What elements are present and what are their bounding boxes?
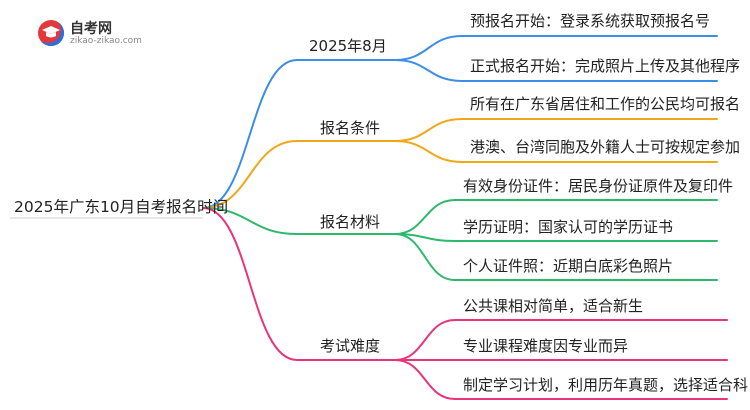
site-logo: 自考网 zikao-zikao.com bbox=[38, 18, 148, 50]
leaf-study-plan: 制定学习计划，利用历年真题，选择适合科目 bbox=[463, 376, 750, 394]
graduation-cap-icon bbox=[38, 20, 64, 46]
connector-materials-leaf-3 bbox=[394, 233, 456, 281]
leaf-education-proof: 学历证明：国家认可的学历证书 bbox=[463, 218, 674, 236]
connector-root-date bbox=[202, 59, 298, 209]
leaf-hk-tw-foreign: 港澳、台湾同胞及外籍人士可按规定参加 bbox=[470, 138, 741, 156]
branch-label-conditions: 报名条件 bbox=[320, 119, 381, 137]
connector-conditions-leaf-1 bbox=[394, 118, 463, 142]
leaf-major-courses: 专业课程难度因专业而异 bbox=[463, 337, 629, 355]
connector-materials-leaf-1 bbox=[394, 199, 456, 235]
logo-title: 自考网 bbox=[70, 21, 112, 37]
connector-difficulty-leaf-3 bbox=[394, 359, 456, 400]
branch-label-date: 2025年8月 bbox=[309, 37, 387, 55]
root-topic: 2025年广东10月自考报名时间 bbox=[14, 198, 229, 216]
connector-date-leaf-1 bbox=[394, 35, 463, 61]
leaf-public-courses: 公共课相对简单，适合新生 bbox=[463, 297, 644, 315]
logo-subtitle: zikao-zikao.com bbox=[70, 36, 142, 46]
connector-root-difficulty bbox=[202, 207, 298, 361]
leaf-id-document: 有效身份证件：居民身份证原件及复印件 bbox=[463, 177, 734, 195]
leaf-residents-eligible: 所有在广东省居住和工作的公民均可报名 bbox=[470, 95, 741, 113]
connector-root-conditions bbox=[202, 140, 298, 209]
connector-root-materials bbox=[202, 207, 298, 235]
leaf-id-photo: 个人证件照：近期白底彩色照片 bbox=[463, 257, 674, 275]
leaf-formal-reg-start: 正式报名开始：完成照片上传及其他程序 bbox=[470, 57, 741, 75]
connector-date-leaf-2 bbox=[394, 59, 463, 82]
connector-difficulty-leaf-1 bbox=[394, 319, 456, 361]
branch-label-materials: 报名材料 bbox=[320, 213, 381, 231]
connector-conditions-leaf-2 bbox=[394, 140, 463, 163]
branch-label-difficulty: 考试难度 bbox=[320, 337, 381, 355]
leaf-prereg-start: 预报名开始：登录系统获取预报名号 bbox=[470, 12, 711, 30]
